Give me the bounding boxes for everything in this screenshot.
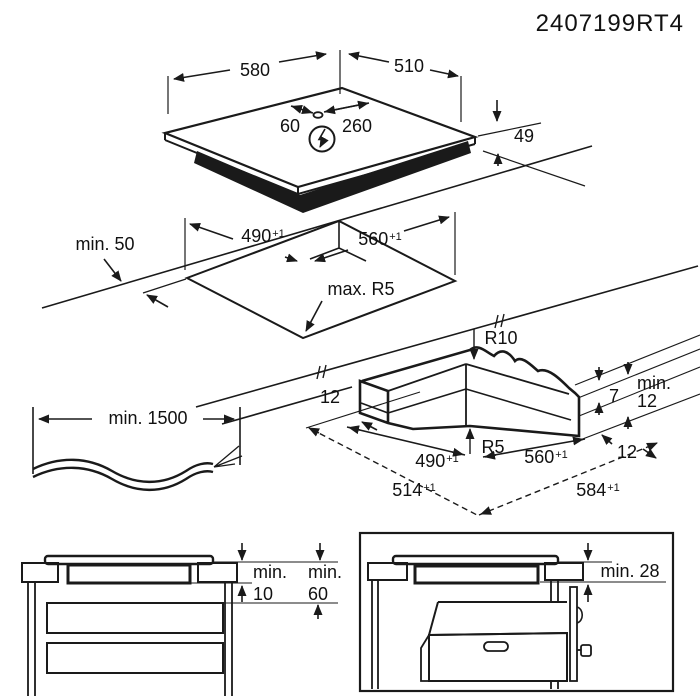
worktop-edge-lines (41, 145, 699, 425)
oven-hinge (576, 606, 584, 624)
label-clearance2-min: min. (307, 562, 343, 582)
label-front-distance: min. 50 (75, 234, 135, 254)
power-cable-drawing (32, 407, 243, 492)
drawer-1 (46, 602, 224, 634)
oven-handle (483, 641, 509, 652)
label-outer-radius: R10 (484, 328, 518, 348)
hob-base (194, 141, 471, 213)
flush-mount-corner-detail (305, 329, 700, 516)
oven-drawing (420, 586, 592, 682)
label-edge-min-value: 12 (636, 391, 658, 411)
oven-side-panel (569, 586, 578, 682)
label-right-ledge: 12 (616, 442, 638, 462)
label-cable-offset-right: 260 (341, 116, 373, 136)
label-clearance1-value: 10 (252, 584, 274, 604)
hob-iso-view (161, 50, 586, 213)
label-cutout-width: 560+1 (358, 229, 402, 249)
cable-entry-hole (312, 111, 324, 119)
label-clearance1-min: min. (252, 562, 288, 582)
hob-glass-profile (43, 554, 215, 566)
part-number: 2407199RT4 (535, 10, 684, 37)
label-inner-depth: 490+1 (415, 451, 459, 471)
lightning-bolt-icon (308, 125, 336, 153)
cabinet-section-drawer (21, 543, 338, 696)
label-step-depth: 7 (608, 386, 620, 406)
hob-glass-profile-2 (391, 554, 560, 566)
label-cable-length: min. 1500 (108, 408, 188, 428)
label-inner-radius: R5 (481, 437, 505, 457)
drawer-2 (46, 642, 224, 674)
cutout-iso-view (103, 212, 458, 340)
label-outer-width: 584+1 (576, 480, 620, 500)
label-oven-clearance: min. 28 (600, 561, 660, 581)
label-cutout-depth: 490+1 (241, 226, 285, 246)
hob-body-profile (66, 563, 192, 585)
label-left-ledge: 12 (319, 387, 341, 407)
label-cable-offset-left: 60 (279, 116, 301, 136)
label-clearance2-value: 60 (307, 584, 329, 604)
break-marks (316, 313, 505, 380)
label-outer-depth: 514+1 (392, 480, 436, 500)
cabinet-section-oven (358, 531, 675, 693)
hob-body-profile-2 (413, 564, 540, 585)
label-inner-width: 560+1 (524, 447, 568, 467)
label-cutout-radius: max. R5 (327, 279, 395, 299)
cable-wire-ends (213, 445, 243, 468)
label-hob-height: 49 (513, 126, 535, 146)
label-hob-depth: 510 (393, 56, 425, 76)
oven-knob (580, 644, 592, 657)
label-hob-width: 580 (239, 60, 271, 80)
label-edge-min: min. (636, 373, 672, 393)
